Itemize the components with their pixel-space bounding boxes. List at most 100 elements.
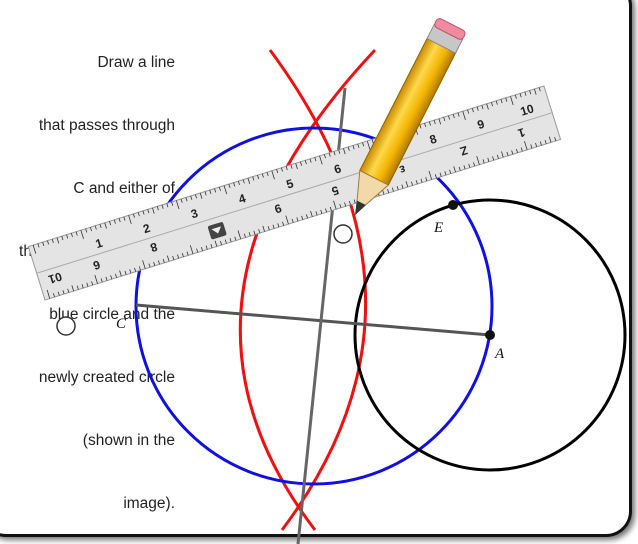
ruler-tick — [261, 173, 264, 178]
ruler-tick — [319, 155, 323, 165]
ruler-tick — [218, 186, 221, 191]
ruler-tick — [554, 136, 557, 142]
ruler-tick — [257, 175, 260, 180]
ruler-tick — [295, 163, 298, 170]
ruler-tick — [37, 243, 40, 248]
instruction-line: (shown in the — [82, 432, 175, 449]
ruler-tick — [314, 157, 317, 162]
ruler-tick — [162, 258, 165, 263]
ruler-tick — [138, 266, 141, 271]
ruler-tick — [439, 172, 442, 177]
ruler-tick — [357, 143, 360, 148]
ruler-tick — [195, 194, 198, 199]
ruler-tick — [248, 232, 251, 237]
ruler-tick — [353, 199, 356, 204]
ruler-number: 6 — [91, 257, 102, 272]
ruler-tick — [457, 112, 460, 117]
ruler-tick — [347, 146, 350, 151]
ruler-tick — [66, 234, 69, 239]
red-arc-right — [268, 49, 367, 531]
ruler-tick — [209, 189, 212, 194]
ruler-tick — [401, 184, 404, 189]
ruler-tick — [495, 100, 498, 105]
ruler-tick — [91, 281, 94, 286]
ruler-tick — [486, 103, 489, 110]
ruler-number: 10 — [519, 101, 536, 118]
ruler-tick — [118, 218, 121, 223]
ruler-number: 4 — [237, 191, 248, 206]
pencil-icon[interactable] — [341, 17, 467, 222]
red-arc-left — [238, 48, 377, 531]
ruler-tick — [309, 158, 312, 163]
ruler-tick — [67, 288, 70, 293]
ruler-number: 2 — [141, 221, 152, 236]
ruler-tick — [124, 270, 127, 275]
ruler-tick — [519, 93, 522, 98]
ruler-tick — [467, 109, 470, 114]
ruler-tick — [448, 115, 451, 120]
ruler-tick — [237, 230, 242, 240]
ruler-tick — [291, 218, 294, 223]
ruler-tick — [57, 291, 60, 296]
ruler-tick — [411, 181, 413, 186]
ruler-tick — [148, 263, 151, 268]
ruler-tick — [189, 245, 194, 255]
ruler-tick — [52, 293, 55, 298]
ruler[interactable]: 1 2 3 4 5 6 7 8 9 10 01 6 8 L 9 5 ε Z 1 — [27, 85, 562, 301]
ruler-tick — [463, 165, 466, 170]
ruler-tick — [152, 207, 155, 214]
ruler-tick — [328, 152, 331, 157]
ruler-tick — [134, 267, 137, 272]
ruler-tick — [132, 213, 135, 218]
ruler-tick — [137, 212, 140, 217]
ruler-menu-button[interactable] — [207, 222, 227, 240]
ruler-tick — [280, 167, 283, 172]
ruler-tick — [47, 240, 50, 245]
ruler-tick — [157, 260, 160, 265]
ruler-tick — [344, 202, 347, 207]
ruler-tick — [180, 198, 183, 203]
ruler-tick — [511, 150, 514, 155]
ruler-tick — [214, 188, 217, 193]
point-a[interactable] — [485, 330, 495, 340]
ruler-tick — [476, 106, 479, 111]
ruler-tick — [300, 161, 303, 166]
ruler-tick — [352, 145, 355, 150]
ruler-tick — [391, 187, 394, 192]
ruler-tick — [105, 276, 108, 281]
ruler-tick — [468, 163, 471, 168]
ruler-number: 8 — [428, 132, 439, 147]
ruler-tick — [524, 91, 527, 96]
ruler-tick — [285, 215, 289, 225]
ruler-tick — [51, 238, 54, 244]
ruler-tick — [510, 96, 514, 106]
ruler-tick — [104, 222, 107, 229]
ruler-ticks — [32, 87, 557, 299]
ruler-tick — [266, 172, 269, 177]
ruler-tick — [262, 225, 265, 232]
ruler-tick — [185, 197, 188, 202]
ruler-tick — [277, 223, 280, 228]
point-e[interactable] — [448, 200, 458, 210]
segment-ca — [135, 303, 491, 337]
ruler-tick — [310, 210, 313, 217]
ruler-handle-right[interactable] — [333, 224, 353, 244]
ruler-tick — [458, 166, 461, 171]
ruler-tick — [362, 142, 365, 147]
ruler-tick — [301, 215, 304, 220]
ruler-tick — [90, 227, 92, 232]
ruler-tick — [415, 180, 418, 185]
ruler-tick — [147, 209, 150, 214]
instruction-line: image). — [123, 495, 175, 512]
ruler-tick — [535, 142, 538, 147]
ruler-number: 5 — [330, 183, 341, 198]
instruction-line: C and either of — [73, 180, 175, 197]
ruler-tick — [444, 171, 447, 176]
ruler-tick — [325, 208, 328, 213]
ruler-tick — [481, 105, 484, 110]
ruler-tick — [210, 244, 213, 249]
ruler-tick — [366, 140, 371, 150]
ruler-handle-left[interactable] — [56, 316, 76, 336]
ruler-tick — [110, 275, 113, 280]
